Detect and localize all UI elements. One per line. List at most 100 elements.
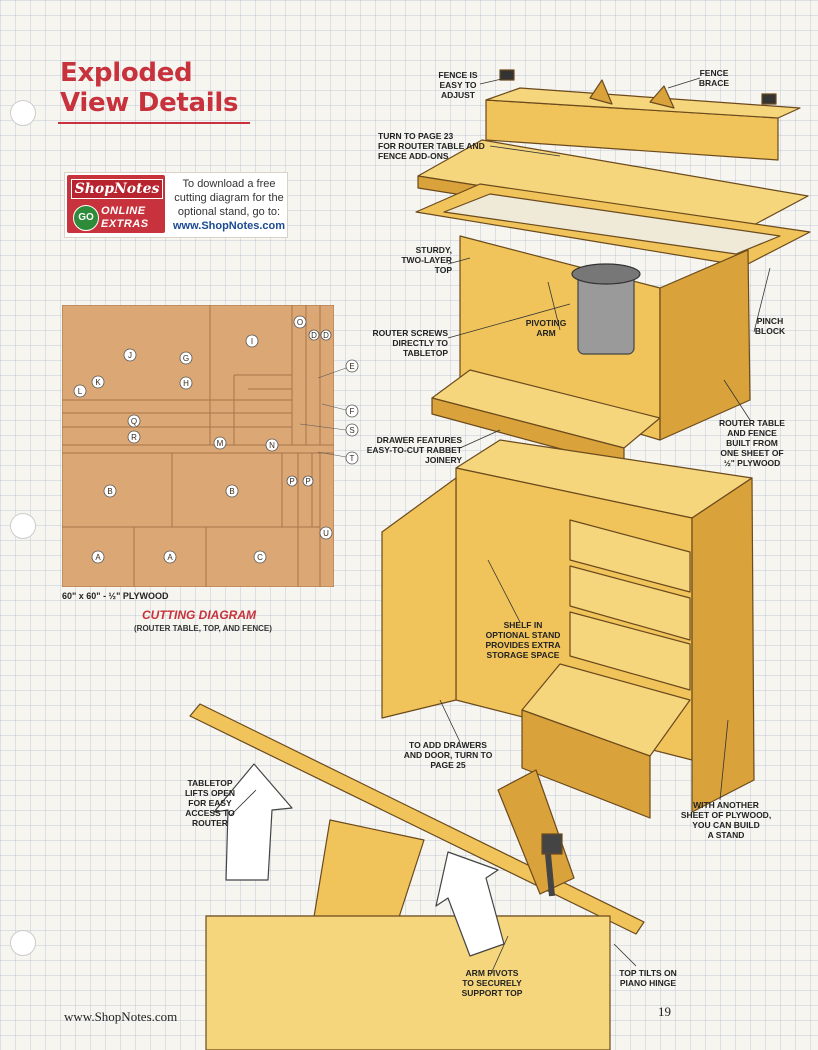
callout-line: FENCE ADD-ONS [378,151,449,161]
fence-top [485,87,801,119]
cabinet-side [659,249,751,441]
callout-turn-page-23: TURN TO PAGE 23 FOR ROUTER TABLE AND FEN… [378,131,498,161]
callout-line: STORAGE SPACE [486,650,560,660]
go-badge: GO [73,205,99,231]
promo-text: To download a free cutting diagram for t… [173,177,285,233]
binder-hole-top [10,100,36,126]
callout-line: TABLETOP [187,778,233,788]
page-number: 19 [658,1004,671,1019]
callout-line: TABLETOP [402,348,448,358]
callout-top-tilts: TOP TILTS ON PIANO HINGE [610,968,686,988]
callout-fence-adjust: FENCE IS EASY TO ADJUST [426,70,490,100]
title-underline [58,122,250,124]
callout-line: ROUTER TABLE [719,418,785,428]
callout-line: PIVOTING [525,318,567,328]
callout-line: TOP TILTS ON [619,968,677,978]
callout-line: DRAWER FEATURES [376,435,462,445]
callout-line: ACCESS TO [185,808,235,818]
fence-knob-left [499,69,515,81]
callout-line: EASY TO [439,80,477,90]
callout-line: TOP [434,265,452,275]
callout-line: A STAND [707,830,745,840]
part-M: M [217,439,224,448]
online-extras-promo: ShopNotes GO ONLINE EXTRAS To download a… [64,172,288,238]
part-B1: B [107,487,112,496]
callout-line: OPTIONAL STAND [485,630,561,640]
cutting-sheet-label: 60" x 60" - ½" PLYWOOD [62,591,169,601]
support-block [497,769,575,895]
callout-drawer-features: DRAWER FEATURES EASY-TO-CUT RABBET JOINE… [358,435,462,465]
stand-drawer-3 [569,611,691,691]
part-G: G [183,354,189,363]
callout-pivoting-arm: PIVOTING ARM [518,318,574,338]
cutting-diagram: J I O D D G K L H Q R M N B B P P U A A … [62,305,334,587]
callout-line: FENCE IS [438,70,478,80]
callout-line: LIFTS OPEN [184,788,236,798]
footer-url[interactable]: www.ShopNotes.com [64,1009,178,1024]
callout-arm-pivots: ARM PIVOTS TO SECURELY SUPPORT TOP [452,968,532,998]
part-U: U [323,529,329,538]
fence-brace-left [589,79,613,105]
stand-drawer-2 [569,565,691,641]
title-line-1: Exploded [60,58,193,88]
part-O: O [297,318,303,327]
part-L: L [78,387,83,396]
part-J: J [128,351,132,360]
callout-line: WITH ANOTHER [693,800,759,810]
tilted-tabletop [189,703,645,935]
title-line-2: View Details [60,88,239,118]
callout-pinch-block: PINCH BLOCK [748,316,792,336]
part-N: N [269,441,275,450]
callout-line: ARM [536,328,556,338]
callout-line: BLOCK [754,326,786,336]
part-K: K [95,378,101,387]
callout-shelf: SHELF IN OPTIONAL STAND PROVIDES EXTRA S… [478,620,568,660]
callout-line: FENCE [699,68,729,78]
callout-line: TURN TO PAGE 23 [378,131,454,141]
callout-line: BRACE [698,78,730,88]
callout-line: PIANO HINGE [619,978,677,988]
lower-cabinet [205,915,611,1050]
part-B2: B [229,487,234,496]
router-base [571,263,641,285]
callout-line: FOR ROUTER TABLE AND [378,141,485,151]
callout-line: YOU CAN BUILD [692,820,760,830]
online-label: ONLINE [101,205,146,217]
part-P2: P [305,477,310,486]
callout-line: FOR EASY [188,798,232,808]
callout-line: JOINERY [424,455,462,465]
callout-line: EASY-TO-CUT RABBET [366,445,462,455]
promo-text-line-1: To download a free [182,178,276,190]
part-R: R [131,433,137,442]
tabletop-lift-arrow [213,763,293,881]
shopnotes-link[interactable]: www.ShopNotes.com [173,220,286,232]
binder-hole-middle [10,513,36,539]
callout-another-sheet: WITH ANOTHER SHEET OF PLYWOOD, YOU CAN B… [676,800,776,840]
callout-line: AND FENCE [727,428,777,438]
extras-label: EXTRAS [101,218,149,230]
callout-line: SUPPORT TOP [461,988,523,998]
callout-line: TO SECURELY [462,978,522,988]
callout-line: ROUTER [192,818,228,828]
callout-line: ONE SHEET OF [720,448,784,458]
callout-line: AND DOOR, TURN TO [403,750,493,760]
callout-line: BUILT FROM [726,438,778,448]
tabletop-frame-opening [443,193,781,255]
callout-line: SHELF IN [503,620,543,630]
fence-brace-right [649,85,675,109]
binder-hole-bottom [10,930,36,956]
callout-fence-brace: FENCE BRACE [690,68,738,88]
cutting-diagram-title: CUTTING DIAGRAM [142,608,256,622]
cutting-diagram-subtitle: (ROUTER TABLE, TOP, AND FENCE) [134,624,272,633]
callout-add-drawers: TO ADD DRAWERS AND DOOR, TURN TO PAGE 25 [396,740,500,770]
callout-tabletop-lifts: TABLETOP LIFTS OPEN FOR EASY ACCESS TO R… [178,778,242,828]
part-A1: A [95,553,101,562]
callout-line: DIRECTLY TO [392,338,448,348]
callout-line: ADJUST [440,90,475,100]
callout-line: PROVIDES EXTRA [485,640,561,650]
part-P1: P [289,477,294,486]
callout-router-table: ROUTER TABLE AND FENCE BUILT FROM ONE SH… [716,418,788,468]
callout-line: STURDY, [415,245,452,255]
callout-line: ½" PLYWOOD [723,458,781,468]
